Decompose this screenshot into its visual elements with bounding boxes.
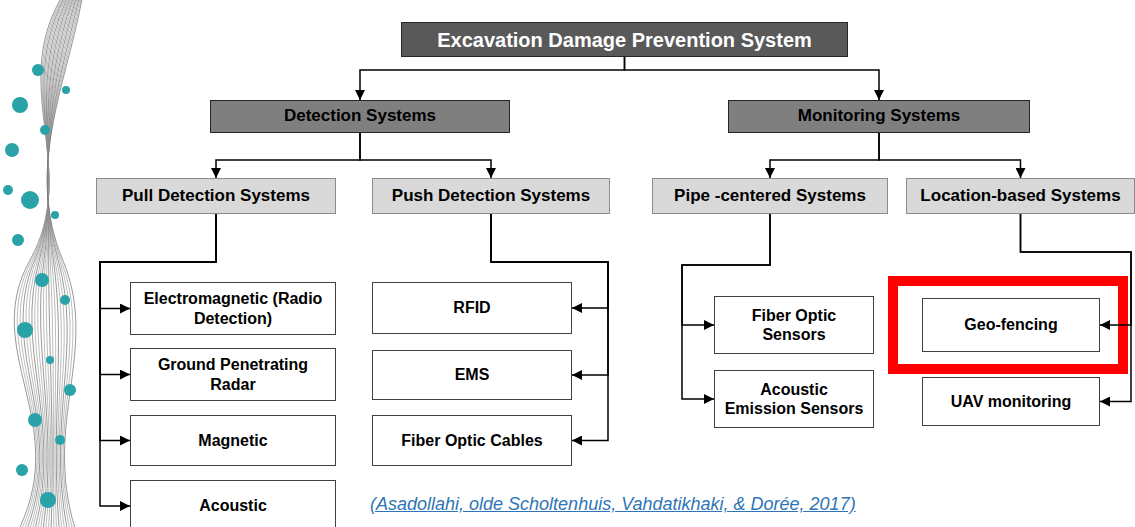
node-text: Pipe -centered Systems	[674, 186, 866, 206]
swirl-dot	[64, 384, 76, 396]
text-stack: Excavation Damage Prevention System	[437, 28, 812, 52]
swirl-dot	[60, 295, 70, 305]
node-text: Acoustic Emission Sensors	[723, 380, 865, 418]
node-text: Ground Penetrating Radar	[139, 355, 327, 393]
highlight-frame	[893, 281, 1123, 369]
text-stack: Fiber Optic Sensors	[723, 306, 865, 344]
method-box: Geo-fencing	[922, 298, 1100, 352]
swirl-dot	[46, 356, 54, 364]
text-stack: EMS	[455, 365, 490, 384]
swirl-line	[47, 0, 82, 527]
category-box: Detection Systems	[210, 100, 510, 133]
text-stack: UAV monitoring	[951, 392, 1072, 411]
text-stack: Acoustic	[199, 496, 267, 515]
node-text: Location-based Systems	[920, 186, 1120, 206]
text-stack: RFID	[453, 298, 490, 317]
swirl-lines	[14, 0, 82, 527]
subcategory-box: Pull Detection Systems	[96, 178, 336, 214]
swirl-dot	[12, 234, 24, 246]
text-stack: Fiber Optic Cables	[401, 431, 542, 450]
text-stack: Electromagnetic (Radio Detection)	[139, 289, 327, 327]
node-text: Fiber Optic Cables	[401, 431, 542, 450]
citation: (Asadollahi, olde Scholtenhuis, Vahdatik…	[370, 494, 856, 515]
swirl-dot	[62, 86, 70, 94]
text-stack: Detection Systems	[284, 106, 436, 126]
tree-connector	[360, 57, 625, 100]
swirl-dot	[51, 211, 59, 219]
text-stack: Monitoring Systems	[798, 106, 960, 126]
swirl-line	[38, 0, 69, 527]
swirl-dot	[12, 97, 28, 113]
text-stack: Pull Detection Systems	[122, 186, 310, 206]
method-box: RFID	[372, 282, 572, 334]
method-box: Acoustic	[130, 480, 336, 527]
method-box: EMS	[372, 350, 572, 400]
swirl-dot	[5, 143, 19, 157]
tree-connector	[360, 133, 491, 178]
text-stack: Acoustic Emission Sensors	[723, 380, 865, 418]
swirl-dot	[32, 64, 44, 76]
node-text: Excavation Damage Prevention System	[437, 28, 812, 52]
node-text: Pull Detection Systems	[122, 186, 310, 206]
node-text: Electromagnetic (Radio Detection)	[139, 289, 327, 327]
node-text: Detection Systems	[284, 106, 436, 126]
method-box: Fiber Optic Cables	[372, 415, 572, 466]
text-stack: Pipe -centered Systems	[674, 186, 866, 206]
swirl-dot	[17, 322, 33, 338]
method-box: UAV monitoring	[922, 377, 1100, 426]
swirl-dot	[35, 273, 49, 287]
node-text: Acoustic	[199, 496, 267, 515]
method-box: Acoustic Emission Sensors	[714, 370, 874, 428]
tree-connector	[770, 133, 879, 178]
swirl-dot	[21, 191, 39, 209]
swirl-dot	[3, 185, 13, 195]
swirl-dot	[28, 413, 42, 427]
node-text: RFID	[453, 298, 490, 317]
node-text: Magnetic	[198, 431, 267, 450]
method-box: Ground Penetrating Radar	[130, 348, 336, 401]
subcategory-box: Pipe -centered Systems	[652, 178, 888, 214]
text-stack: Push Detection Systems	[392, 186, 590, 206]
tree-connector	[216, 133, 360, 178]
node-text: Monitoring Systems	[798, 106, 960, 126]
node-text: Push Detection Systems	[392, 186, 590, 206]
tree-connector	[879, 133, 1021, 178]
text-stack: Geo-fencing	[964, 315, 1057, 334]
node-text: Geo-fencing	[964, 315, 1057, 334]
swirl-dot	[16, 464, 28, 476]
swirl-dot	[40, 125, 50, 135]
method-box: Electromagnetic (Radio Detection)	[130, 282, 336, 335]
tree-connector	[625, 57, 880, 100]
node-text: EMS	[455, 365, 490, 384]
swirl-dot	[40, 492, 56, 508]
node-text: Fiber Optic Sensors	[723, 306, 865, 344]
text-stack: Ground Penetrating Radar	[139, 355, 327, 393]
subcategory-box: Push Detection Systems	[372, 178, 610, 214]
root-box: Excavation Damage Prevention System	[401, 22, 848, 57]
subcategory-box: Location-based Systems	[906, 178, 1135, 214]
text-stack: Location-based Systems	[920, 186, 1120, 206]
method-box: Fiber Optic Sensors	[714, 296, 874, 354]
category-box: Monitoring Systems	[728, 100, 1030, 133]
text-stack: Magnetic	[198, 431, 267, 450]
node-text: UAV monitoring	[951, 392, 1072, 411]
method-box: Magnetic	[130, 415, 336, 466]
swirl-dot	[55, 435, 65, 445]
